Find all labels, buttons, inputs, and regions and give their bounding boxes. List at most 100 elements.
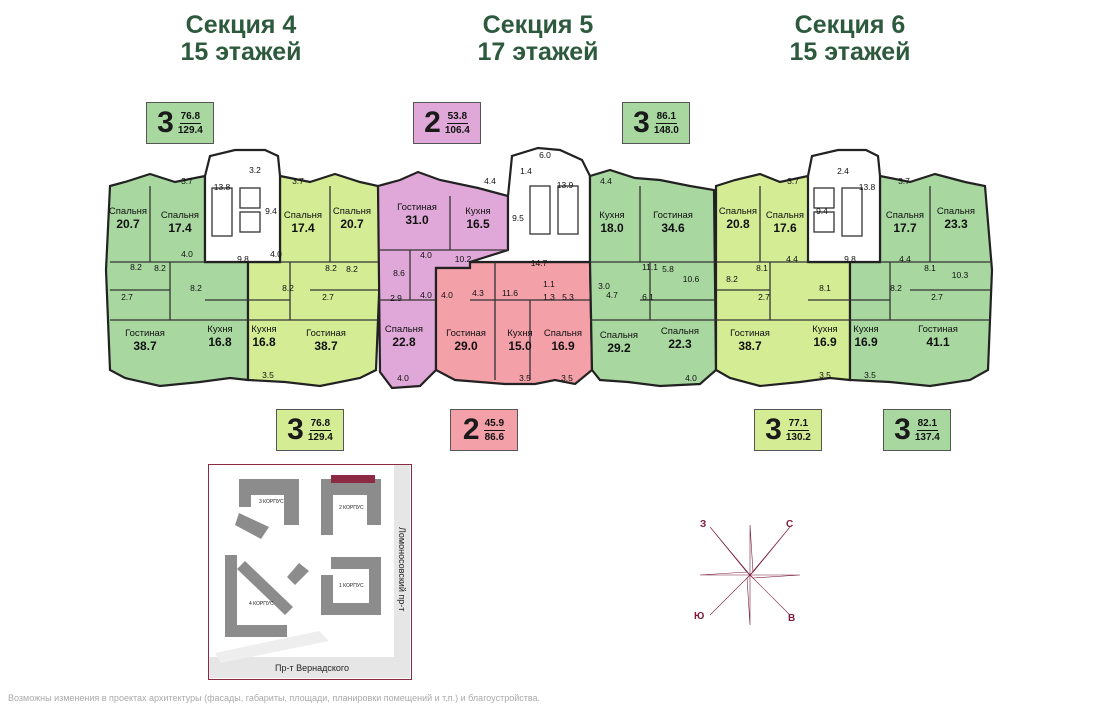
area-label: 3.0 (598, 281, 610, 291)
area-label: 2.7 (121, 292, 133, 302)
badge-living: 86.1 (655, 110, 678, 124)
room-area: 17.4 (168, 221, 192, 235)
badge-rooms: 3 (287, 413, 304, 446)
area-label: 4.0 (420, 250, 432, 260)
compass-east: В (788, 613, 795, 624)
selected-building (331, 475, 375, 483)
room-area: 22.3 (668, 337, 692, 351)
room-area: 17.7 (893, 221, 917, 235)
area-label: 4.4 (484, 176, 496, 186)
compass-arrow (749, 574, 801, 579)
compass-arrow (699, 571, 751, 576)
room-area: 16.8 (208, 335, 232, 349)
room-area: 29.2 (607, 341, 631, 355)
core-s4 (203, 148, 282, 264)
room-name: Кухня (251, 324, 276, 335)
area-label: 11.6 (502, 288, 518, 298)
badge-total: 137.4 (914, 431, 940, 443)
area-label: 2.7 (322, 292, 334, 302)
building-3 (235, 479, 299, 539)
apt-s6-right (848, 172, 994, 388)
area-label: 10.3 (952, 270, 969, 280)
area-label: 3.7 (181, 176, 193, 186)
area-label: 8.2 (282, 283, 294, 293)
badge-living: 76.8 (309, 417, 332, 431)
area-label: 8.1 (924, 263, 936, 273)
area-label: 2.7 (758, 292, 770, 302)
section-title-line: Секция 5 (482, 11, 594, 39)
badge-rooms: 2 (424, 106, 441, 139)
building-label: 3 КОРПУС (259, 499, 284, 505)
building-label: 4 КОРПУС (249, 601, 274, 607)
section-6-title: Секция 6 15 этажей (740, 12, 960, 66)
area-label: 8.1 (819, 283, 831, 293)
area-label: 1.1 (543, 279, 555, 289)
area-label: 9.4 (816, 206, 828, 216)
room-name: Спальня (937, 206, 975, 217)
area-label: 4.0 (441, 290, 453, 300)
area-label: 4.0 (181, 249, 193, 259)
apt-s5-green (588, 168, 718, 388)
section-floors-line: 15 этажей (789, 38, 911, 66)
room-name: Спальня (109, 206, 147, 217)
room-area: 17.6 (773, 221, 797, 235)
compass-south: Ю (694, 611, 704, 622)
room-area: 22.8 (392, 335, 416, 349)
room-area: 16.8 (252, 335, 276, 349)
room-area: 31.0 (405, 213, 429, 227)
area-label: 3.7 (292, 176, 304, 186)
area-label: 4.4 (899, 254, 911, 264)
area-label: 8.2 (154, 263, 166, 273)
area-label: 13.9 (557, 180, 574, 190)
compass-arrow (749, 574, 791, 616)
room-area: 38.7 (314, 339, 338, 353)
area-label: 3.7 (787, 176, 799, 186)
compass-arrow (746, 574, 751, 626)
room-name: Гостиная (730, 328, 770, 339)
building-1 (321, 557, 381, 615)
area-label: 9.8 (844, 254, 856, 264)
room-area: 16.9 (854, 335, 878, 349)
badge-total: 148.0 (653, 124, 679, 136)
area-label: 5.3 (562, 292, 574, 302)
room-area: 38.7 (133, 339, 157, 353)
area-label: 9.8 (237, 254, 249, 264)
room-name: Кухня (207, 324, 232, 335)
room-area: 23.3 (944, 217, 968, 231)
compass-north: С (786, 519, 793, 530)
room-name: Гостиная (653, 210, 693, 221)
room-area: 16.9 (551, 339, 575, 353)
area-label: 1.4 (520, 166, 532, 176)
room-name: Гостиная (306, 328, 346, 339)
section-floors-line: 17 этажей (477, 38, 599, 66)
room-name: Кухня (853, 324, 878, 335)
badge-total: 130.2 (785, 431, 811, 443)
badge-total: 129.4 (177, 124, 203, 136)
area-label: 10.2 (455, 254, 472, 264)
compass-west: З (700, 519, 706, 530)
area-label: 9.4 (265, 206, 277, 216)
area-label: 9.5 (512, 213, 524, 223)
room-name: Кухня (465, 206, 490, 217)
section-title-line: Секция 6 (794, 11, 906, 39)
apt-s5-salmon (434, 260, 594, 386)
area-label: 8.2 (726, 274, 738, 284)
building-4 (225, 555, 309, 637)
site-map: 3 КОРПУС 2 КОРПУС 1 КОРПУС 4 КОРПУС Пр-т… (208, 464, 412, 680)
section-4-title: Секция 4 15 этажей (131, 12, 351, 66)
section-floors-line: 15 этажей (180, 38, 302, 66)
badge-total: 129.4 (307, 431, 333, 443)
area-label: 2.7 (931, 292, 943, 302)
room-area: 15.0 (508, 339, 532, 353)
area-label: 11.1 (642, 262, 658, 272)
room-area: 16.5 (466, 217, 490, 231)
room-name: Спальня (333, 206, 371, 217)
badge-rooms: 3 (633, 106, 650, 139)
room-name: Спальня (766, 210, 804, 221)
room-area: 29.0 (454, 339, 478, 353)
